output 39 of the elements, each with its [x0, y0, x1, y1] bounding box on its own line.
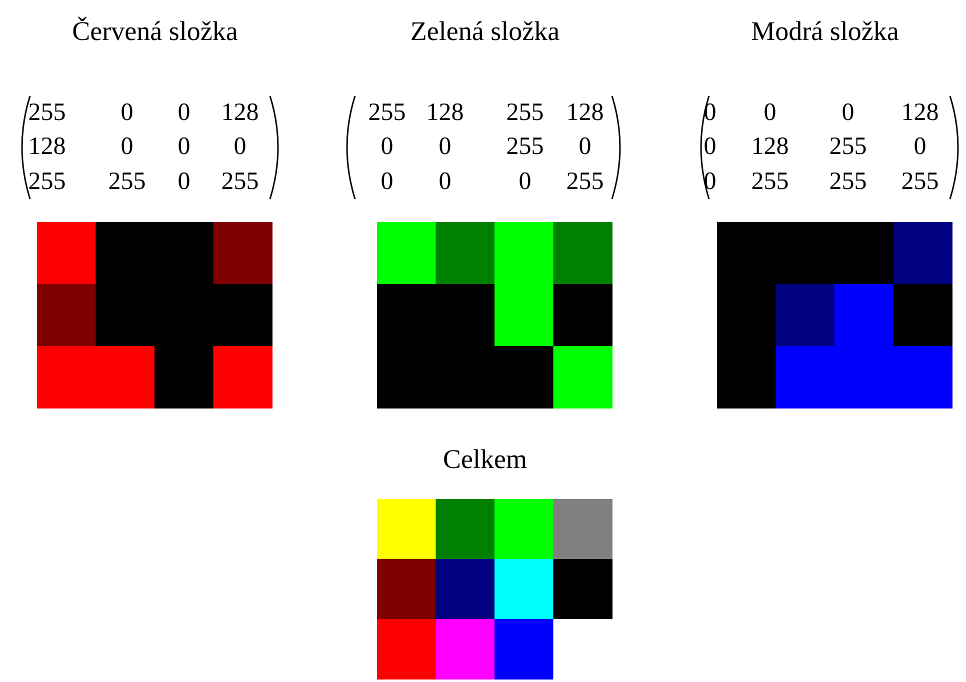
matrix-value: 0: [438, 168, 452, 196]
matrix-value: 255: [221, 168, 259, 196]
matrix-value: 128: [566, 99, 604, 127]
combined-title: Celkem: [443, 444, 527, 475]
matrix-value: 0: [914, 133, 926, 161]
matrix-value: 255: [108, 168, 146, 196]
matrix-value: 255: [829, 133, 867, 161]
matrix-value: 255: [28, 99, 66, 127]
matrix-value: 0: [120, 99, 134, 127]
matrix-value: 0: [178, 133, 190, 161]
matrix-title: Červená složka: [72, 16, 238, 47]
matrix-title: Modrá složka: [751, 16, 899, 47]
matrix-value: 0: [578, 133, 592, 161]
matrix-value: 0: [704, 168, 716, 196]
matrix-value: 0: [234, 133, 246, 161]
matrix-value: 255: [506, 133, 544, 161]
matrix-value: 255: [829, 168, 867, 196]
matrix-value: 0: [120, 133, 134, 161]
matrix-value: 0: [380, 133, 394, 161]
matrix-value: 128: [28, 133, 66, 161]
matrix-value: 255: [751, 168, 789, 196]
matrix-value: 128: [221, 99, 259, 127]
matrix-value: 0: [704, 133, 716, 161]
matrix-value: 255: [901, 168, 939, 196]
matrix-value: 0: [518, 168, 532, 196]
matrix-value: 0: [764, 99, 776, 127]
matrix-value: 128: [426, 99, 464, 127]
matrix-value: 0: [178, 99, 190, 127]
matrix-value: 0: [842, 99, 854, 127]
matrix-value: 255: [506, 99, 544, 127]
matrix-value: 255: [368, 99, 406, 127]
matrix-title: Zelená složka: [410, 16, 560, 47]
matrix-value: 128: [901, 99, 939, 127]
matrix-value: 255: [28, 168, 66, 196]
matrix-value: 0: [178, 168, 190, 196]
matrix-value: 128: [751, 133, 789, 161]
matrix-value: 0: [438, 133, 452, 161]
matrix-value: 0: [380, 168, 394, 196]
matrix-value: 255: [566, 168, 604, 196]
